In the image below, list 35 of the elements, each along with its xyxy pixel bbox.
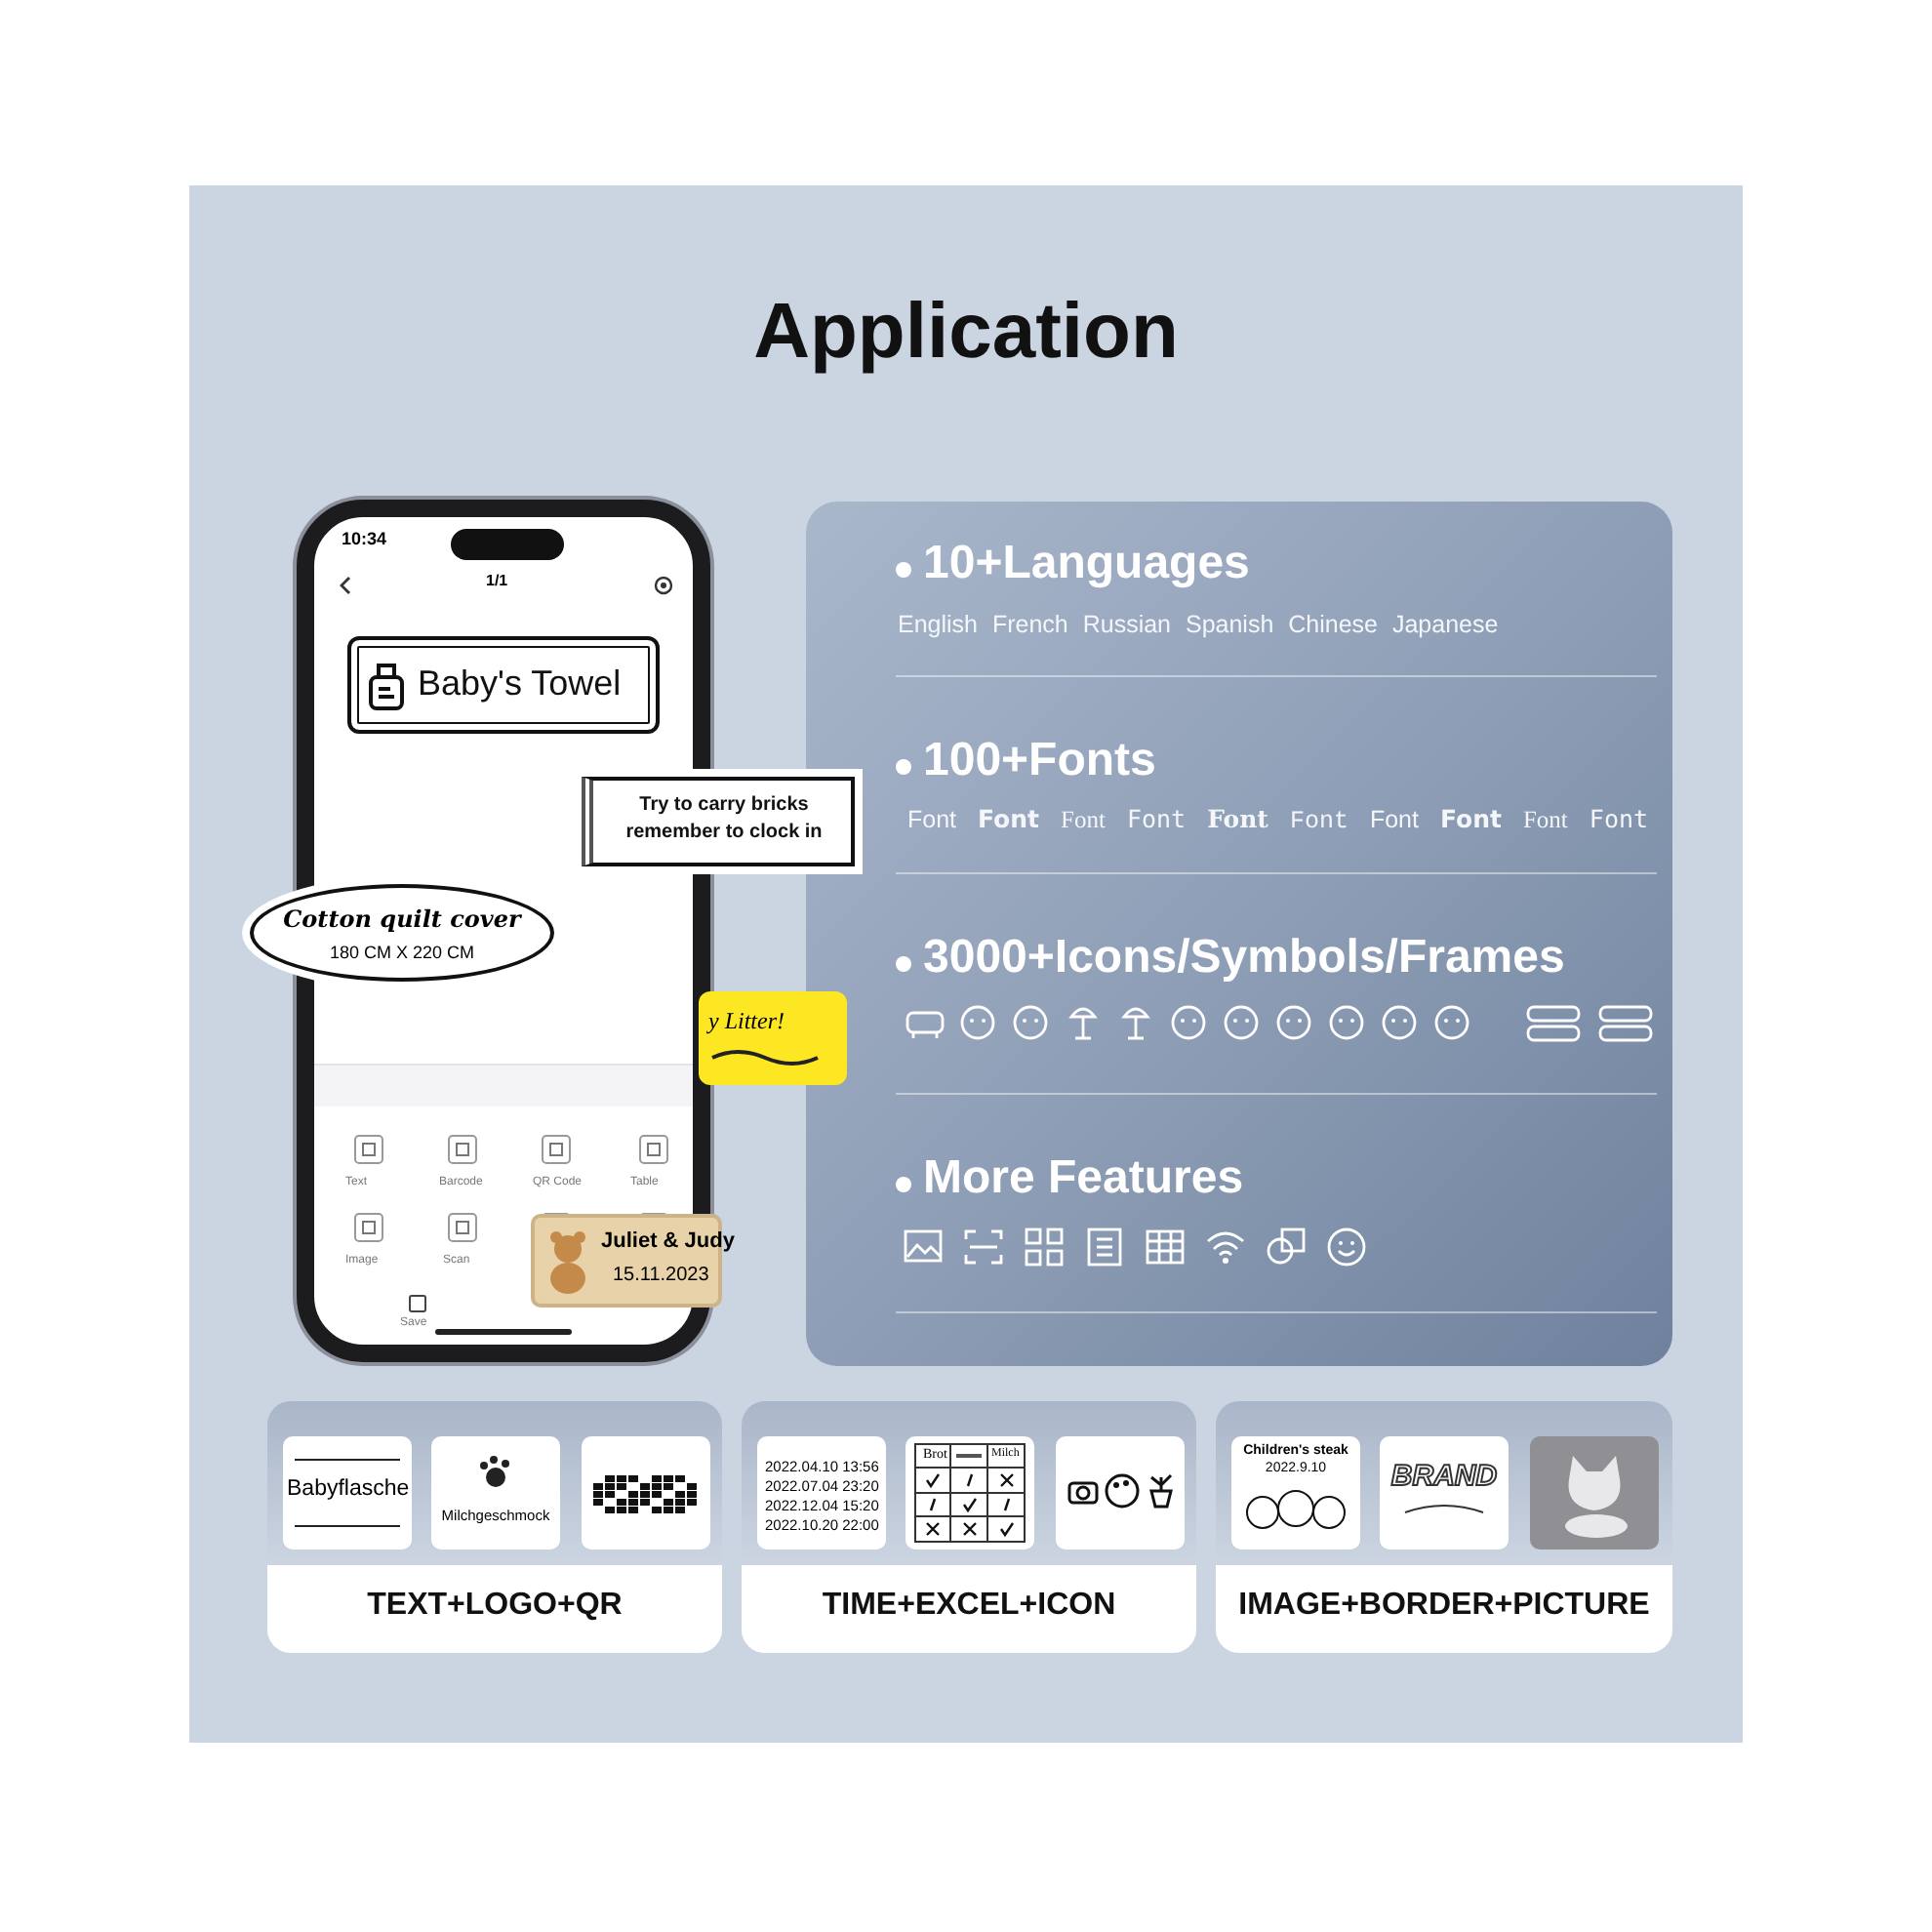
card-caption: IMAGE+BORDER+PICTURE bbox=[1236, 1589, 1652, 1624]
tile-text: Babyflasche bbox=[287, 1477, 408, 1501]
sample-card bbox=[1216, 1401, 1672, 1653]
card-caption: TIME+EXCEL+ICON bbox=[820, 1589, 1118, 1624]
icons-picture bbox=[1056, 1436, 1185, 1550]
tile-text: BRAND bbox=[1389, 1460, 1500, 1493]
feature-panel bbox=[806, 502, 1672, 1366]
label-sticker bbox=[699, 991, 847, 1085]
title: Application bbox=[751, 289, 1181, 377]
sample-tile bbox=[1231, 1436, 1360, 1550]
feature-heading: 10+Languages bbox=[923, 537, 1250, 591]
sample-tile bbox=[757, 1436, 886, 1550]
cat-photo bbox=[1530, 1436, 1659, 1550]
label-text: 180 CM X 220 CM bbox=[327, 943, 477, 962]
feature-heading: 3000+Icons/Symbols/Frames bbox=[923, 931, 1565, 986]
feature-heading: More Features bbox=[923, 1151, 1244, 1206]
label-sticker bbox=[347, 636, 660, 734]
label-text: 15.11.2023 bbox=[613, 1265, 709, 1286]
card-caption: TEXT+LOGO+QR bbox=[365, 1589, 624, 1624]
label-text: Cotton quilt cover bbox=[281, 906, 524, 933]
font-samples: Font Font Font Font Font Font Font Font Font Font bbox=[907, 804, 1651, 835]
sample-tile bbox=[283, 1436, 412, 1550]
qr-code-picture bbox=[582, 1436, 710, 1550]
sample-card bbox=[742, 1401, 1196, 1653]
page-counter: 1/1 bbox=[486, 572, 508, 589]
label-text: Baby's Towel bbox=[418, 664, 622, 704]
language-list: English French Russian Spanish Chinese Japanese bbox=[898, 611, 1499, 638]
label-text: Juliet & Judy bbox=[601, 1229, 735, 1253]
status-time: 10:34 bbox=[342, 529, 387, 548]
sample-tile bbox=[1380, 1436, 1509, 1550]
label-text: y Litter! bbox=[708, 1007, 785, 1036]
feature-heading: 100+Fonts bbox=[923, 734, 1156, 788]
label-text: Try to carry bricks remember to clock in bbox=[624, 792, 825, 847]
sample-card bbox=[267, 1401, 722, 1653]
sample-tile bbox=[431, 1436, 560, 1550]
